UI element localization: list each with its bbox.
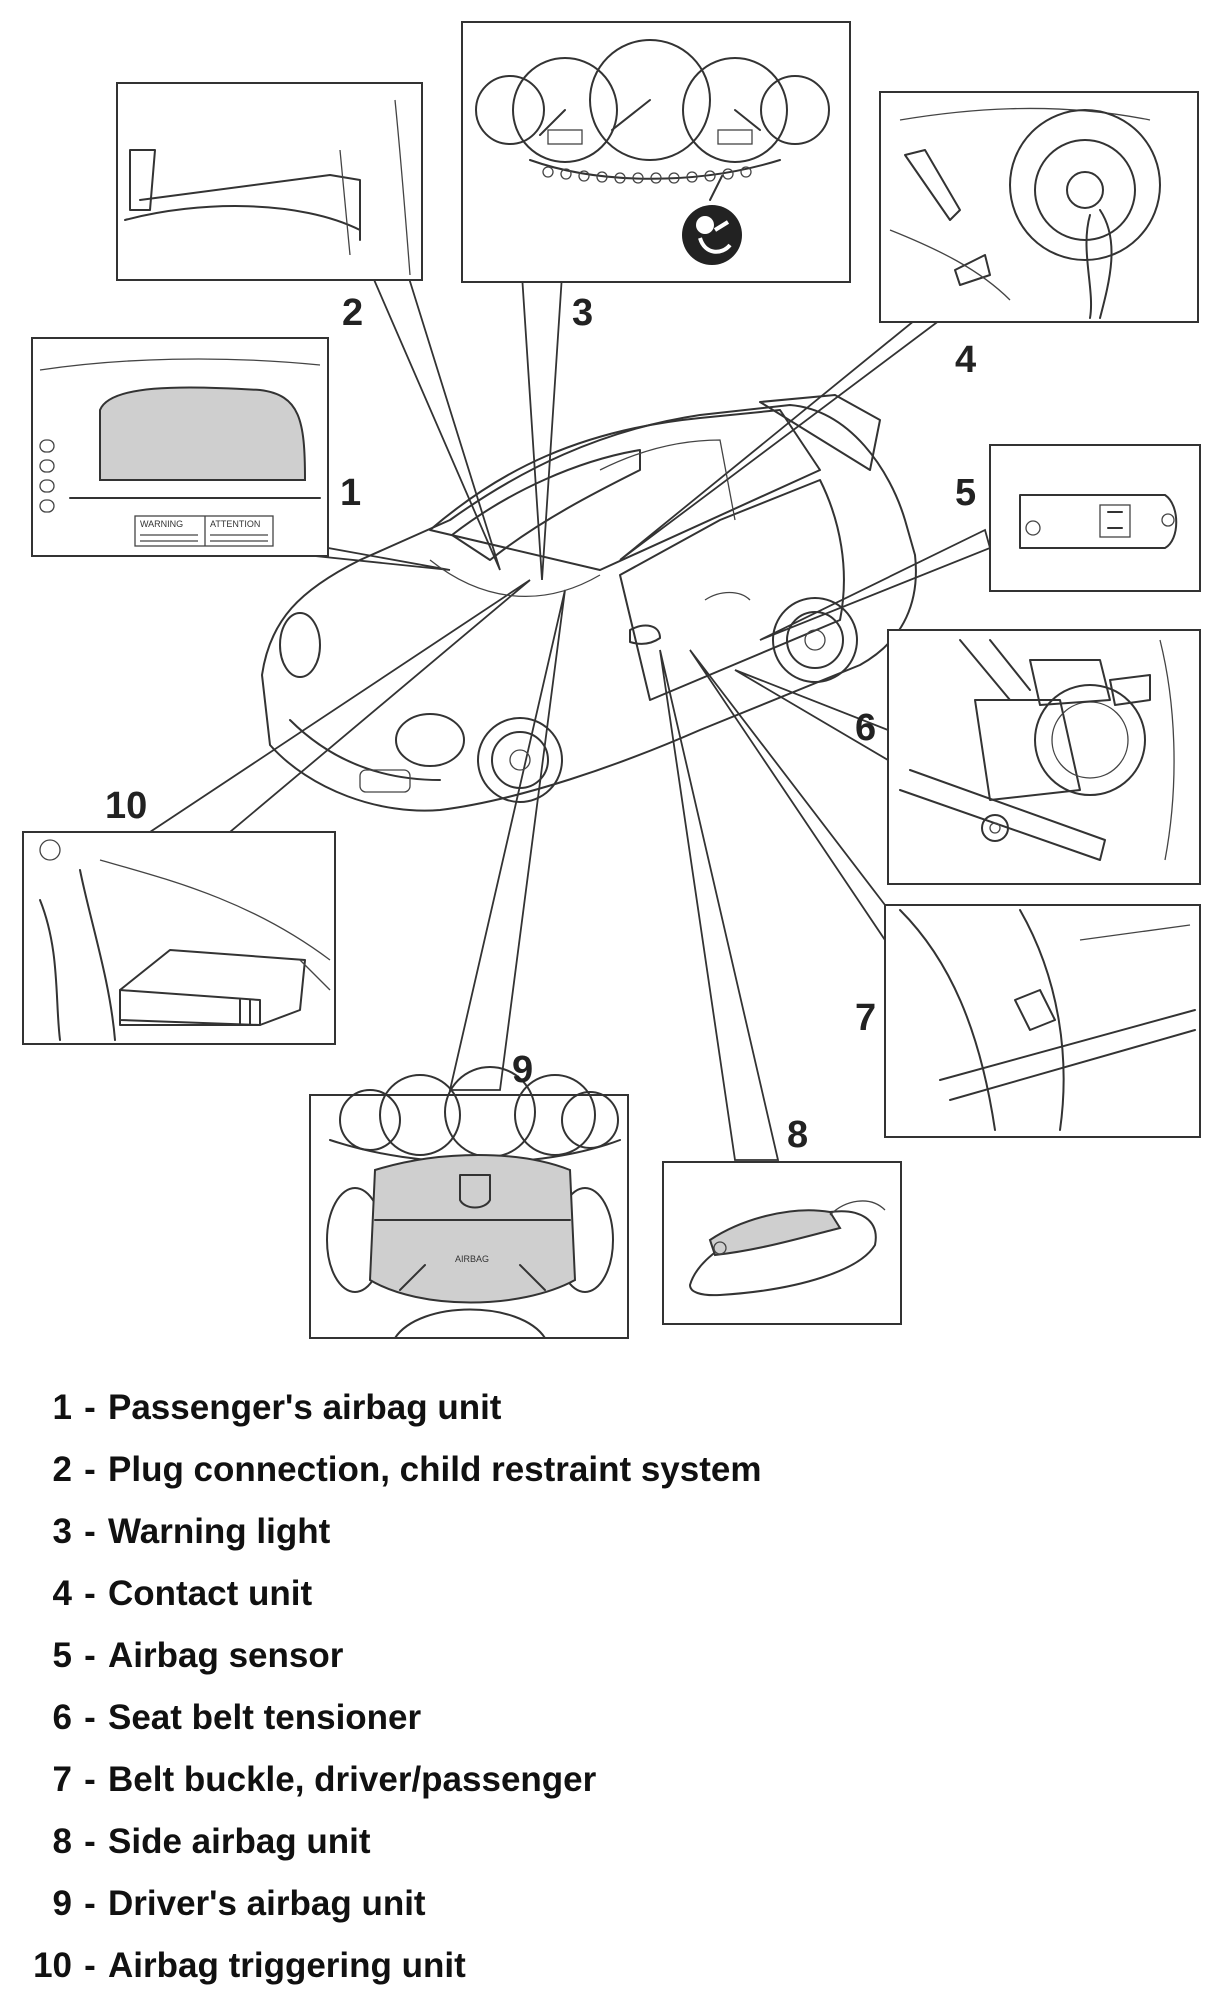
legend-item-3: 3 - Warning light	[0, 1504, 331, 1560]
legend-label: Plug connection, child restraint system	[108, 1450, 762, 1489]
legend-label: Contact unit	[108, 1574, 313, 1613]
panel-plug-connection	[116, 82, 423, 281]
warning-label-text: WARNING	[140, 519, 183, 529]
legend-num: 1	[52, 1388, 72, 1427]
legend-num: 10	[33, 1946, 72, 1985]
callout-2: 2	[342, 292, 363, 334]
legend-item-4: 4 - Contact unit	[0, 1566, 313, 1622]
legend-item-5: 5 - Airbag sensor	[0, 1628, 344, 1684]
legend-num: 8	[52, 1822, 72, 1861]
callout-10: 10	[105, 785, 147, 827]
legend-separator: -	[84, 1946, 96, 1985]
legend-item-8: 8 - Side airbag unit	[0, 1814, 371, 1870]
callout-4: 4	[955, 339, 976, 381]
panel-belt-buckle	[884, 904, 1201, 1138]
legend-label: Side airbag unit	[108, 1822, 371, 1861]
legend-num: 6	[52, 1698, 72, 1737]
indicator-light-row	[542, 166, 752, 184]
legend-separator: -	[84, 1388, 96, 1427]
callout-9: 9	[512, 1049, 533, 1091]
legend-label: Seat belt tensioner	[108, 1698, 422, 1737]
legend-num: 4	[52, 1574, 72, 1613]
legend-label: Airbag triggering unit	[108, 1946, 466, 1985]
legend-num: 2	[52, 1450, 72, 1489]
panel-seat-belt-tensioner	[887, 629, 1201, 885]
panel-driver-airbag: AIRBAG	[309, 1066, 629, 1339]
warning-label: WARNING ATTENTION	[134, 515, 274, 547]
legend-separator: -	[84, 1574, 96, 1613]
legend-num: 9	[52, 1884, 72, 1923]
callout-7: 7	[855, 997, 876, 1039]
legend-separator: -	[84, 1636, 96, 1675]
panel-side-airbag	[662, 1161, 902, 1325]
panel-triggering-unit	[22, 831, 336, 1045]
legend-label: Warning light	[108, 1512, 331, 1551]
leader-lines	[147, 274, 992, 1161]
legend-separator: -	[84, 1884, 96, 1923]
legend-item-7: 7 - Belt buckle, driver/passenger	[0, 1752, 597, 1808]
legend-label: Driver's airbag unit	[108, 1884, 426, 1923]
callout-5: 5	[955, 472, 976, 514]
airbag-warning-icon	[682, 205, 742, 265]
attention-label-text: ATTENTION	[210, 519, 260, 529]
car-illustration	[261, 394, 917, 812]
callout-3: 3	[572, 292, 593, 334]
legend-label: Airbag sensor	[108, 1636, 344, 1675]
legend-label: Belt buckle, driver/passenger	[108, 1760, 597, 1799]
legend-item-10: 10 - Airbag triggering unit	[0, 1938, 466, 1994]
legend-num: 3	[52, 1512, 72, 1551]
legend-num: 5	[52, 1636, 72, 1675]
crest-icon	[459, 1174, 491, 1209]
legend-num: 7	[52, 1760, 72, 1799]
airbag-cover-text: AIRBAG	[455, 1254, 489, 1264]
legend-separator: -	[84, 1760, 96, 1799]
legend-separator: -	[84, 1450, 96, 1489]
legend-item-1: 1 - Passenger's airbag unit	[0, 1380, 502, 1436]
callout-1: 1	[340, 472, 361, 514]
panel-contact-unit	[879, 91, 1199, 323]
callout-numbers: 1 2 3 4 5 6 7 8 9 10	[105, 292, 976, 1156]
panel-passenger-airbag: WARNING ATTENTION	[31, 337, 329, 557]
legend-separator: -	[84, 1822, 96, 1861]
vent-slots	[39, 439, 55, 513]
legend-item-9: 9 - Driver's airbag unit	[0, 1876, 426, 1932]
panel-warning-light	[461, 21, 851, 283]
legend-item-2: 2 - Plug connection, child restraint sys…	[0, 1442, 762, 1498]
airbag-component-diagram: WARNING ATTENTION	[22, 21, 1201, 1339]
legend-separator: -	[84, 1698, 96, 1737]
panel-airbag-sensor	[989, 444, 1201, 592]
legend-separator: -	[84, 1512, 96, 1551]
legend-label: Passenger's airbag unit	[108, 1388, 502, 1427]
callout-6: 6	[855, 707, 876, 749]
legend-item-6: 6 - Seat belt tensioner	[0, 1690, 422, 1746]
callout-8: 8	[787, 1114, 808, 1156]
